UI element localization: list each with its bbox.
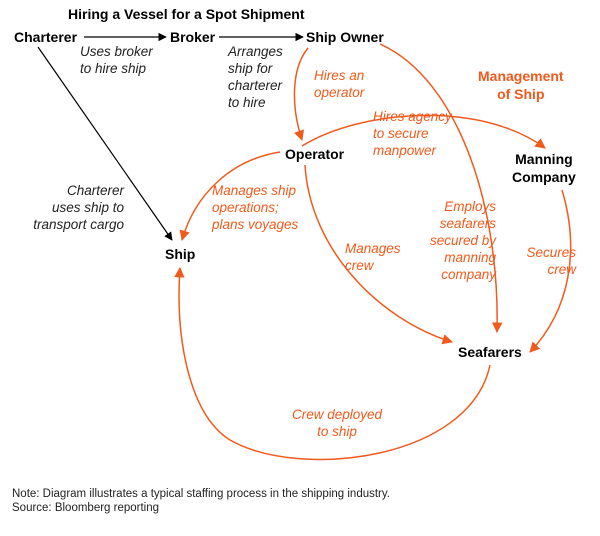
footer-source: Source: Bloomberg reporting: [12, 502, 160, 514]
label-uses-broker: Uses broker to hire ship: [80, 44, 153, 76]
arrow-operator-to-ship: [179, 151, 281, 242]
node-ship: Ship: [165, 246, 196, 262]
label-hires-agency: Hires agency to secure manpower: [373, 109, 452, 158]
label-hires-operator: Hires an operator: [314, 68, 365, 100]
arrow-owner-to-seafarers: [379, 43, 503, 334]
label-charterer-uses-ship: Charterer uses ship to transport cargo: [33, 183, 124, 232]
label-crew-deployed: Crew deployed to ship: [291, 407, 383, 439]
label-arranges-ship: Arranges ship for charterer to hire: [228, 44, 283, 110]
node-charterer: Charterer: [14, 29, 78, 45]
label-secures-crew: Secures crew: [526, 245, 576, 277]
arrow-operator-to-manning: [301, 114, 546, 149]
label-manages-ship: Manages ship operations; plans voyages: [212, 183, 299, 232]
diagram-title: Hiring a Vessel for a Spot Shipment: [68, 6, 305, 22]
footer: Note: Diagram illustrates a typical staf…: [12, 487, 390, 515]
arrow-owner-to-operator: [293, 47, 309, 141]
node-ship-owner: Ship Owner: [306, 29, 384, 45]
label-employs-seafarers: Employs seafarers secured by manning com…: [429, 199, 496, 282]
arrow-operator-to-seafarers: [304, 164, 454, 345]
management-of-ship-heading: Management of Ship: [478, 68, 564, 102]
arrow-manning-to-seafarers: [529, 189, 572, 353]
node-seafarers: Seafarers: [458, 344, 522, 360]
arrow-seafarers-to-ship: [174, 266, 491, 461]
arrow-charterer-to-ship: [37, 46, 173, 241]
node-operator: Operator: [285, 146, 345, 162]
label-manages-crew: Manages crew: [345, 241, 401, 273]
node-broker: Broker: [170, 29, 216, 45]
node-manning-company: Manning Company: [512, 151, 576, 185]
footer-note: Note: Diagram illustrates a typical staf…: [12, 488, 390, 500]
